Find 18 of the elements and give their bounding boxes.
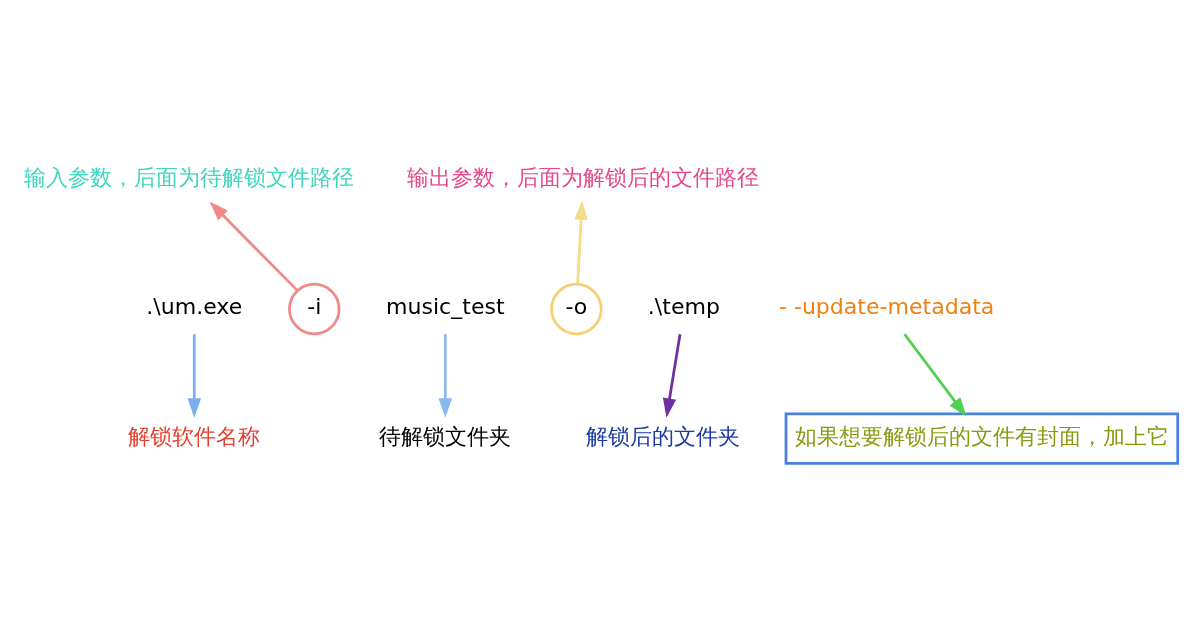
arrow — [662, 334, 682, 418]
node-text: 待解锁文件夹 — [379, 423, 512, 449]
node-text: .\um.exe — [146, 294, 243, 320]
node-text: - -update-metadata — [778, 294, 995, 320]
arrow — [209, 201, 299, 292]
node-text: 解锁后的文件夹 — [586, 423, 741, 449]
node-text: music_test — [386, 294, 505, 320]
node-box: 如果想要解锁后的文件有封面，加上它 — [784, 412, 1180, 465]
arrow — [574, 200, 588, 284]
arrow — [903, 333, 967, 417]
node-circle: -i — [288, 282, 341, 336]
node-text: .\temp — [647, 294, 720, 320]
node-circle: -o — [550, 282, 603, 336]
node-text: 输出参数，后面为解锁后的文件路径 — [407, 164, 760, 190]
arrow — [187, 334, 202, 418]
arrow — [438, 334, 453, 418]
node-text: 输入参数，后面为待解锁文件路径 — [23, 164, 354, 190]
node-text: 解锁软件名称 — [128, 423, 261, 449]
